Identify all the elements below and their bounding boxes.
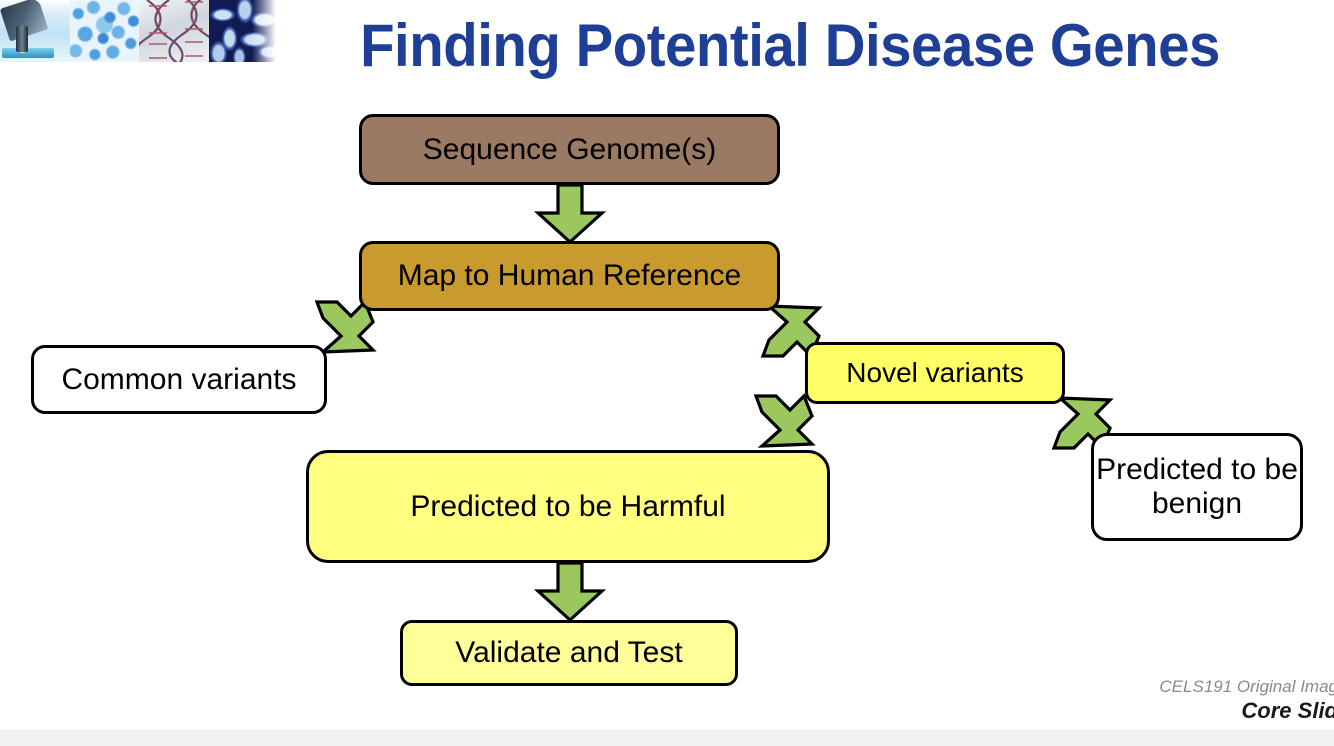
flow-node-novel-variants[interactable]: Novel variants bbox=[805, 342, 1065, 404]
flow-node-label: Validate and Test bbox=[455, 636, 683, 669]
microscope-light bbox=[18, 46, 27, 53]
science-banner-strip bbox=[0, 0, 278, 62]
credit-core-slide: Core Slid bbox=[1241, 698, 1334, 724]
arrow-novel-to-harmful bbox=[753, 393, 816, 448]
dna-helix-icon bbox=[139, 0, 209, 62]
microscope-stage bbox=[2, 48, 54, 58]
flow-node-label: Map to Human Reference bbox=[397, 259, 742, 292]
arrow-novel-to-benign bbox=[1051, 396, 1114, 451]
dna-helix-image bbox=[139, 0, 209, 62]
flow-node-label: Sequence Genome(s) bbox=[422, 132, 717, 166]
bottom-band bbox=[0, 730, 1334, 746]
microscope-image bbox=[0, 0, 70, 62]
flow-node-sequence-genomes[interactable]: Sequence Genome(s) bbox=[359, 114, 780, 185]
arrow-map-to-common-variants bbox=[314, 299, 377, 354]
bacteria-image bbox=[208, 0, 278, 62]
flow-node-map-to-human-reference[interactable]: Map to Human Reference bbox=[359, 241, 780, 311]
arrow-map-to-novel-variants bbox=[760, 304, 823, 359]
flow-node-predicted-to-be-harmful[interactable]: Predicted to be Harmful bbox=[306, 450, 830, 563]
flow-node-label: Common variants bbox=[61, 362, 297, 396]
page-title: Finding Potential Disease Genes bbox=[360, 12, 1220, 79]
stained-cells-image bbox=[69, 0, 139, 62]
flow-node-common-variants[interactable]: Common variants bbox=[31, 345, 327, 414]
flow-node-predicted-to-be-benign[interactable]: Predicted to be benign bbox=[1091, 433, 1303, 541]
flow-node-label: Predicted to be benign bbox=[1096, 453, 1298, 520]
flow-node-label: Predicted to be Harmful bbox=[410, 489, 726, 523]
flow-node-validate-and-test[interactable]: Validate and Test bbox=[400, 620, 738, 686]
flow-node-label: Novel variants bbox=[846, 357, 1024, 388]
credit-original-image: CELS191 Original Imag bbox=[1159, 677, 1334, 696]
arrow-harmful-to-validate bbox=[534, 563, 606, 623]
footer-credit: CELS191 Original Imag Core Slid bbox=[1159, 676, 1334, 725]
arrow-sequence-to-map bbox=[534, 185, 606, 245]
